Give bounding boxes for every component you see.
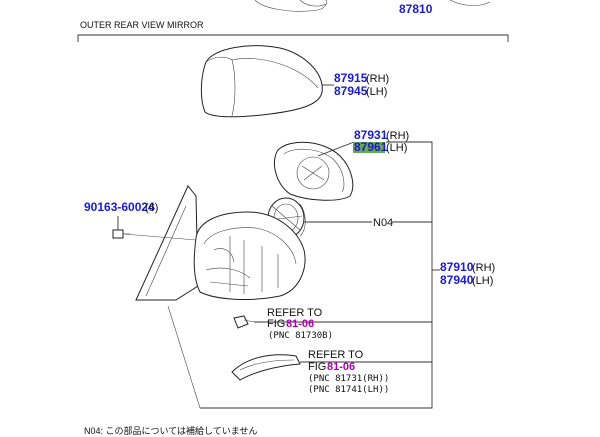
part-number-glass-lh[interactable]: 87961 bbox=[354, 140, 388, 154]
footnote: N04: この部品については補給していません bbox=[84, 425, 258, 436]
highlight-87961 bbox=[353, 142, 385, 153]
ref2-pnc-rh: (PNC 81731(RH)) bbox=[308, 374, 389, 384]
ref1-refer-to: REFER TO bbox=[267, 307, 323, 319]
section-bracket bbox=[77, 34, 509, 42]
side-lamp-illustration bbox=[231, 354, 301, 381]
ref2-pnc-lh: (PNC 81741(LH)) bbox=[308, 385, 389, 395]
suffix-rh: (RH) bbox=[366, 73, 389, 85]
suffix-lh: (LH) bbox=[386, 142, 407, 154]
suffix-rh: (RH) bbox=[386, 130, 409, 142]
suffix-lh: (LH) bbox=[472, 275, 493, 287]
ref2-fig-link[interactable]: 81-06 bbox=[327, 361, 355, 373]
label-n04: N04 bbox=[373, 217, 393, 229]
top-cropped-artwork bbox=[254, 0, 491, 12]
ref2-fig-prefix: FIG bbox=[308, 361, 326, 373]
ref1-fig-prefix: FIG bbox=[267, 318, 285, 330]
suffix-lh: (LH) bbox=[366, 86, 387, 98]
leader-glass bbox=[317, 141, 355, 157]
mirror-housing-illustration bbox=[123, 185, 306, 409]
part-number-cover-rh[interactable]: 87915 bbox=[334, 71, 368, 85]
part-number-cover-lh[interactable]: 87945 bbox=[334, 84, 368, 98]
bulb-illustration bbox=[233, 315, 255, 329]
ref2-refer-to: REFER TO bbox=[308, 349, 364, 361]
part-number-87810[interactable]: 87810 bbox=[399, 2, 433, 16]
part-number-screw[interactable]: 90163-60024 bbox=[84, 200, 155, 214]
ref1-pnc: (PNC 81730B) bbox=[268, 331, 333, 341]
section-title: OUTER REAR VIEW MIRROR bbox=[80, 20, 204, 30]
part-number-assembly-rh[interactable]: 87910 bbox=[440, 260, 474, 274]
assembly-bracket bbox=[200, 141, 433, 409]
screw-quantity: (6) bbox=[145, 202, 158, 214]
part-number-glass-rh[interactable]: 87931 bbox=[354, 128, 388, 142]
suffix-rh: (RH) bbox=[472, 262, 495, 274]
part-number-assembly-lh[interactable]: 87940 bbox=[440, 273, 474, 287]
mirror-cover-illustration bbox=[200, 45, 323, 118]
mirror-glass-illustration bbox=[274, 141, 354, 201]
ref1-fig-link[interactable]: 81-06 bbox=[286, 318, 314, 330]
